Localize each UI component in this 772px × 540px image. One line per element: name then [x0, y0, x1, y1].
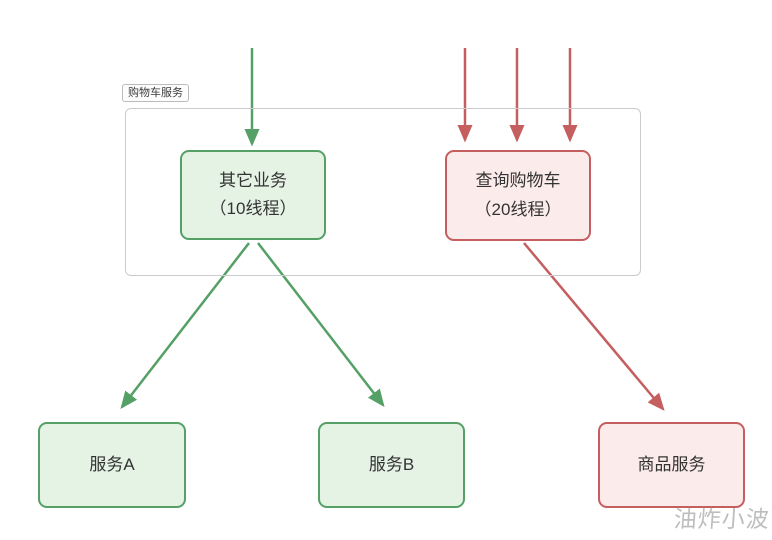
node-query-cart-line1: 查询购物车 — [475, 171, 561, 191]
arrow-other-business-to-service-b — [257, 242, 385, 407]
node-product-service: 商品服务 — [598, 422, 745, 508]
arrow-query-cart-to-product-service — [523, 242, 665, 411]
node-product-service-label: 商品服务 — [637, 454, 706, 474]
node-service-a-label: 服务A — [89, 454, 135, 474]
arrow-other-business-to-service-a — [120, 242, 250, 409]
node-other-business-line1: 其它业务 — [219, 170, 287, 190]
cart-service-group-box — [125, 108, 641, 276]
node-service-b-label: 服务B — [368, 454, 415, 474]
node-other-business: 其它业务 （10线程） — [180, 150, 326, 240]
node-other-business-line2: （10线程） — [209, 199, 297, 218]
node-service-b: 服务B — [318, 422, 465, 508]
watermark: 油炸小波 — [672, 506, 771, 532]
node-query-cart-line2: （20线程） — [474, 199, 562, 219]
node-query-cart: 查询购物车 （20线程） — [445, 150, 591, 241]
cart-service-group-label: 购物车服务 — [122, 84, 189, 102]
node-service-a: 服务A — [38, 422, 186, 508]
